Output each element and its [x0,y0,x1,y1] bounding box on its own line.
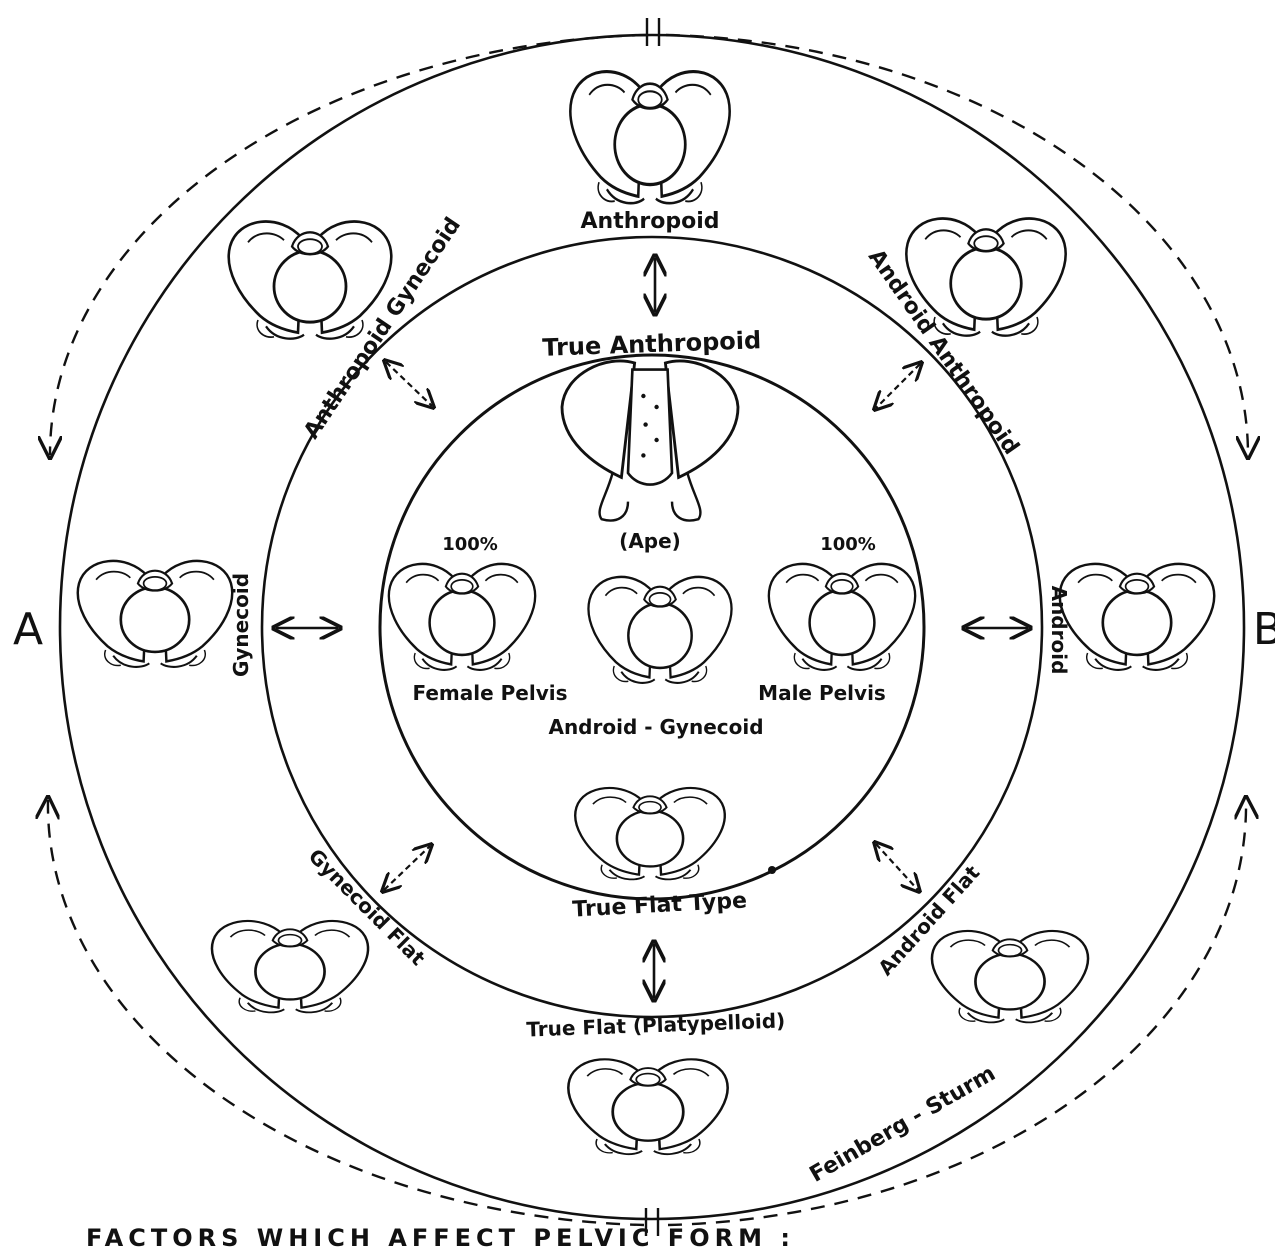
pelvis-android [1060,564,1214,670]
footer-caption: FACTORS WHICH AFFECT PELVIC FORM : [86,1224,795,1252]
arrow-diag-upper-left [386,362,432,406]
pelvis-true-flat-type [575,788,725,879]
label-anthropoid: Anthropoid [581,209,720,234]
dashed-arc-bottom-left [48,800,644,1225]
scan-dot [768,866,776,874]
label-100-percent-left: 100% [442,534,498,555]
pelvis-ape [562,361,738,521]
label-android: Android [1047,586,1071,675]
label-gynecoid: Gynecoid [229,573,253,677]
pelvis-true-flat-platypelloid [568,1059,727,1154]
pelvis-android-gynecoid [588,577,731,683]
label-true-flat-platypelloid: True Flat (Platypelloid) [526,1008,786,1041]
pelvis-female [389,564,535,670]
pelvis-male [769,564,915,670]
label-side-a: A [13,604,43,655]
label-100-percent-right: 100% [820,534,876,555]
pelvis-gynecoid-flat [212,921,368,1012]
pelvis-anthropoid [570,72,729,204]
label-true-anthropoid: True Anthropoid [542,326,762,362]
pelvis-anthropoid-gynecoid [229,222,392,339]
label-side-b: B [1253,604,1275,655]
label-ape: (Ape) [619,529,681,553]
pelvis-gynecoid [78,561,232,667]
label-android-gynecoid: Android - Gynecoid [548,715,763,739]
pelvis-android-flat [932,931,1088,1022]
arrow-diag-lower-right [876,844,918,890]
label-android-flat: Android Flat [873,860,984,980]
arrow-diag-upper-right [876,364,920,408]
label-female-pelvis: Female Pelvis [412,681,567,705]
label-male-pelvis: Male Pelvis [758,681,886,705]
arrow-diag-lower-left [384,846,430,890]
